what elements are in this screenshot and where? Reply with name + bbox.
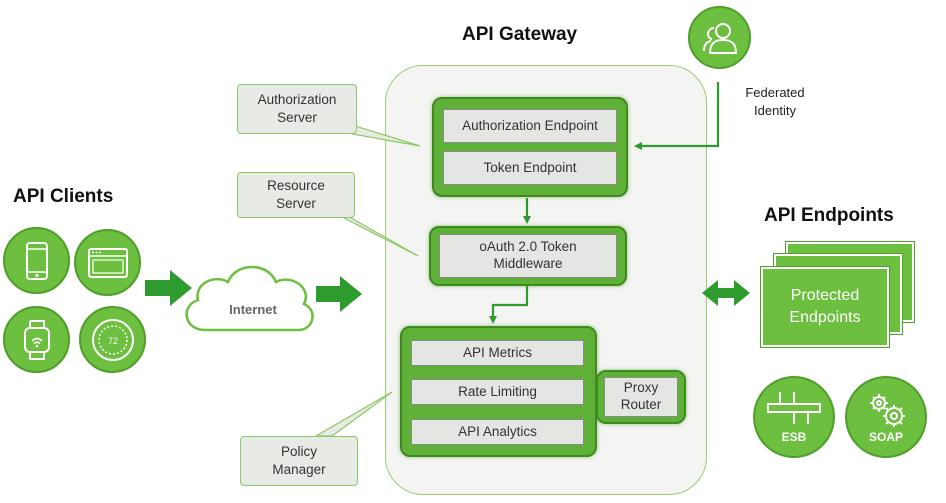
federated-identity-line1: Federated xyxy=(745,85,805,100)
smartphone-icon xyxy=(25,241,48,280)
clients-to-internet-arrow xyxy=(145,270,192,306)
federated-identity-label: Federated Identity xyxy=(730,84,820,120)
policy-manager-callout-tail xyxy=(313,391,393,437)
api-endpoints-title: API Endpoints xyxy=(764,205,894,226)
authorization-server-line2: Server xyxy=(277,110,317,125)
thermostat-client-circle: 72 xyxy=(79,306,146,373)
oauth-middleware-line2: Middleware xyxy=(493,256,563,271)
internet-cloud xyxy=(185,265,314,332)
thermostat-icon: 72 xyxy=(91,318,134,361)
token-endpoint-box: Token Endpoint xyxy=(443,151,617,185)
thermostat-value: 72 xyxy=(107,336,117,346)
federated-identity-arrow xyxy=(634,82,720,150)
policy-manager-line2: Manager xyxy=(272,462,326,477)
protected-endpoints-line2: Endpoints xyxy=(789,309,861,326)
resource-server-line2: Server xyxy=(276,196,316,211)
policy-group: API Metrics Rate Limiting API Analytics xyxy=(400,326,597,457)
authorization-group: Authorization Endpoint Token Endpoint xyxy=(432,97,628,197)
authorization-server-line1: Authorization xyxy=(257,91,337,107)
federated-identity-line2: Identity xyxy=(754,103,796,119)
smartphone-client-circle xyxy=(3,227,70,294)
api-analytics-box: API Analytics xyxy=(411,419,584,445)
soap-label: SOAP xyxy=(868,430,903,444)
policy-manager-line1: Policy xyxy=(280,443,317,459)
soap-circle: SOAP xyxy=(845,376,927,458)
internet-to-gateway-arrow xyxy=(316,276,362,312)
api-gateway-title: API Gateway xyxy=(462,24,578,45)
federated-identity-circle xyxy=(688,6,751,69)
protected-endpoints-line1: Protected xyxy=(790,287,860,305)
oauth-middleware-line1: oAuth 2.0 Token xyxy=(479,239,577,255)
browser-client-circle xyxy=(74,229,141,296)
api-metrics-box: API Metrics xyxy=(411,340,584,366)
esb-label: ESB xyxy=(781,430,807,444)
internet-label: Internet xyxy=(229,302,277,317)
rate-limiting-box: Rate Limiting xyxy=(411,379,584,405)
bus-icon xyxy=(767,392,821,424)
smartwatch-client-circle xyxy=(3,306,70,373)
proxy-router-line2: Router xyxy=(620,397,662,412)
smartwatch-icon xyxy=(23,319,50,360)
browser-window-icon xyxy=(87,247,128,278)
proxy-router-line1: Proxy xyxy=(623,380,659,396)
gateway-endpoints-bidirectional-arrow xyxy=(702,280,750,306)
middleware-to-policy-arrow xyxy=(489,286,529,324)
api-clients-title: API Clients xyxy=(13,186,114,207)
esb-circle: ESB xyxy=(753,376,835,458)
user-group-icon xyxy=(702,22,737,54)
gears-icon xyxy=(870,394,905,427)
authorization-endpoint-box: Authorization Endpoint xyxy=(443,109,617,143)
resource-server-line1: Resource xyxy=(267,177,325,193)
